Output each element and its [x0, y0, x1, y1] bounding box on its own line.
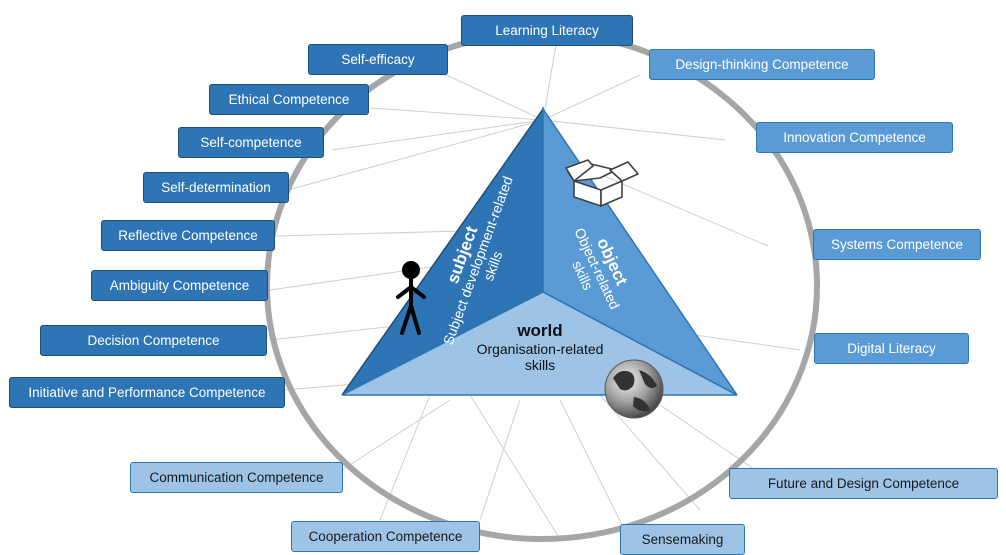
label-cooperation: Cooperation Competence — [291, 521, 480, 552]
world-description: Organisation-related — [476, 340, 604, 357]
label-initiative: Initiative and Performance Competence — [9, 377, 285, 408]
label-learning-literacy: Learning Literacy — [461, 15, 633, 46]
world-description-cont: skills — [524, 356, 556, 373]
label-reflective: Reflective Competence — [101, 220, 275, 251]
label-decision: Decision Competence — [40, 325, 267, 356]
globe-icon — [604, 359, 664, 419]
label-sensemaking: Sensemaking — [620, 524, 745, 555]
label-ethical: Ethical Competence — [209, 84, 369, 115]
label-ambiguity: Ambiguity Competence — [91, 270, 268, 301]
world-title: world — [517, 321, 563, 340]
label-systems: Systems Competence — [813, 229, 981, 260]
label-self-competence: Self-competence — [178, 127, 324, 158]
world-text-block: world Organisation-related skills — [455, 321, 625, 373]
stick-figure-icon — [396, 261, 426, 335]
label-future-design: Future and Design Competence — [729, 468, 998, 499]
open-box-icon — [565, 159, 639, 207]
label-self-efficacy: Self-efficacy — [308, 44, 448, 75]
label-digital-literacy: Digital Literacy — [814, 333, 969, 364]
label-design-thinking: Design-thinking Competence — [649, 49, 875, 80]
label-communication: Communication Competence — [130, 462, 343, 493]
label-innovation: Innovation Competence — [756, 122, 953, 153]
label-self-determination: Self-determination — [143, 172, 289, 203]
